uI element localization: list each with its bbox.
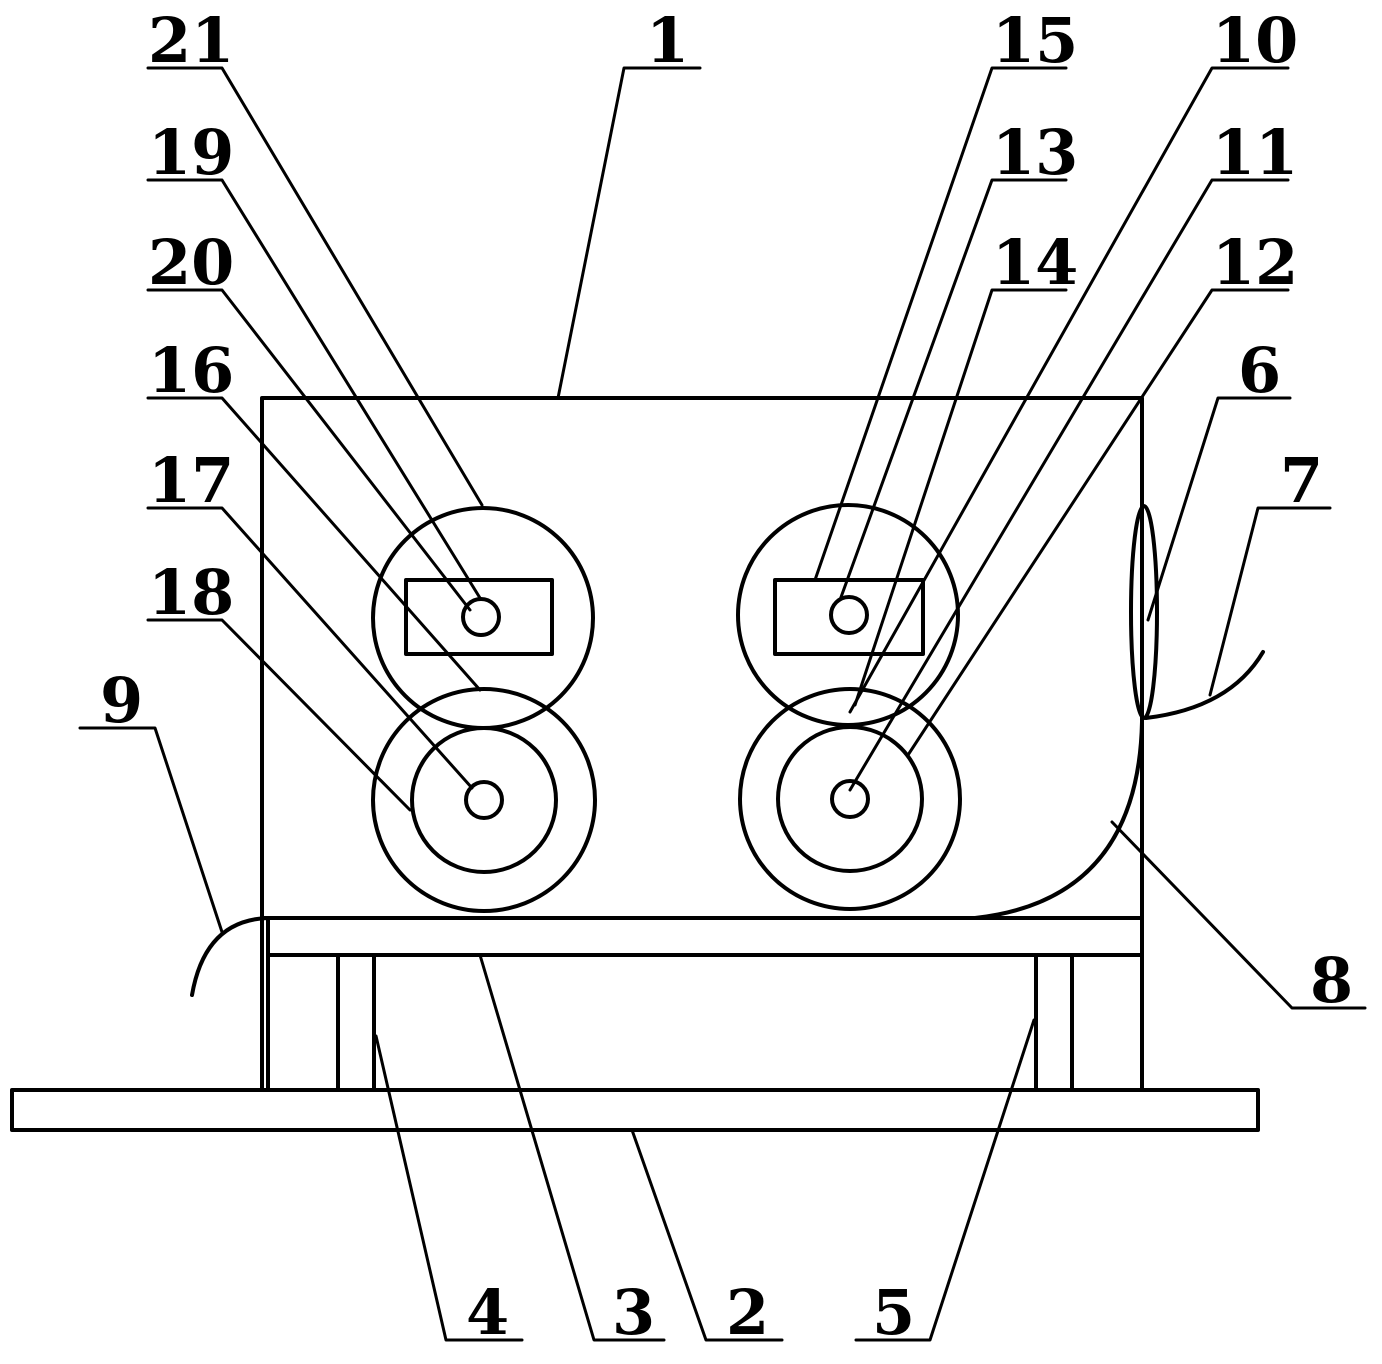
label-8: 8 [1310,944,1353,1017]
label-4: 4 [466,1276,509,1349]
part-labels: 21 19 20 16 17 18 9 1 15 13 14 10 11 12 … [100,4,1353,1349]
outlet-hook [190,916,270,997]
label-14: 14 [992,226,1078,299]
base-plate [10,1088,1260,1132]
leader-9 [78,726,224,934]
leader-17 [146,506,474,790]
label-5: 5 [872,1276,915,1349]
label-16: 16 [148,334,234,407]
leader-4 [374,1034,524,1342]
feed-tube [1144,650,1265,720]
leader-6 [1146,396,1292,622]
right-side-parts [190,504,1265,997]
label-13: 13 [992,116,1078,189]
left-lower-roller-outer [371,687,597,913]
right-upper-roller [736,503,960,727]
machine-body [10,396,1260,1132]
left-upper-shaft [461,597,501,637]
label-12: 12 [1212,226,1298,299]
right-lower-roller-outer [738,687,962,911]
label-20: 20 [148,226,234,299]
leader-21 [146,66,484,507]
leader-18 [146,618,412,812]
leader-13 [838,178,1068,602]
right-upper-shaft [829,595,869,635]
label-9: 9 [100,664,143,737]
label-10: 10 [1212,4,1298,77]
label-15: 15 [992,4,1078,77]
discharge-guide [973,720,1144,920]
leader-19 [146,178,482,600]
leader-lines [78,66,1367,1342]
label-11: 11 [1212,116,1298,189]
leader-7 [1208,506,1332,697]
leader-8 [1110,820,1367,1010]
label-1: 1 [646,4,689,77]
label-7: 7 [1280,444,1323,517]
housing-frame [260,396,1144,1090]
leader-14 [853,288,1068,707]
left-lower-shaft [464,780,504,820]
right-lower-roller-inner [776,725,924,873]
leader-3 [478,953,666,1342]
leader-11 [848,178,1290,792]
right-roller-group [736,503,962,911]
label-18: 18 [148,556,234,629]
leader-15 [813,66,1068,582]
left-bearing-block [404,578,554,656]
left-roller-group [371,506,597,913]
leader-16 [146,396,482,692]
label-2: 2 [726,1276,769,1349]
label-6: 6 [1238,334,1281,407]
leader-1 [556,66,702,400]
leader-12 [906,288,1290,757]
left-lower-roller-inner [410,726,558,874]
label-19: 19 [148,116,234,189]
right-lower-shaft [830,779,870,819]
leader-2 [630,1128,784,1342]
leader-20 [146,288,472,612]
leader-5 [854,1018,1036,1342]
label-17: 17 [148,444,234,517]
right-bearing-block [773,578,925,656]
label-3: 3 [612,1276,655,1349]
label-21: 21 [148,4,234,77]
leader-10 [848,66,1290,714]
